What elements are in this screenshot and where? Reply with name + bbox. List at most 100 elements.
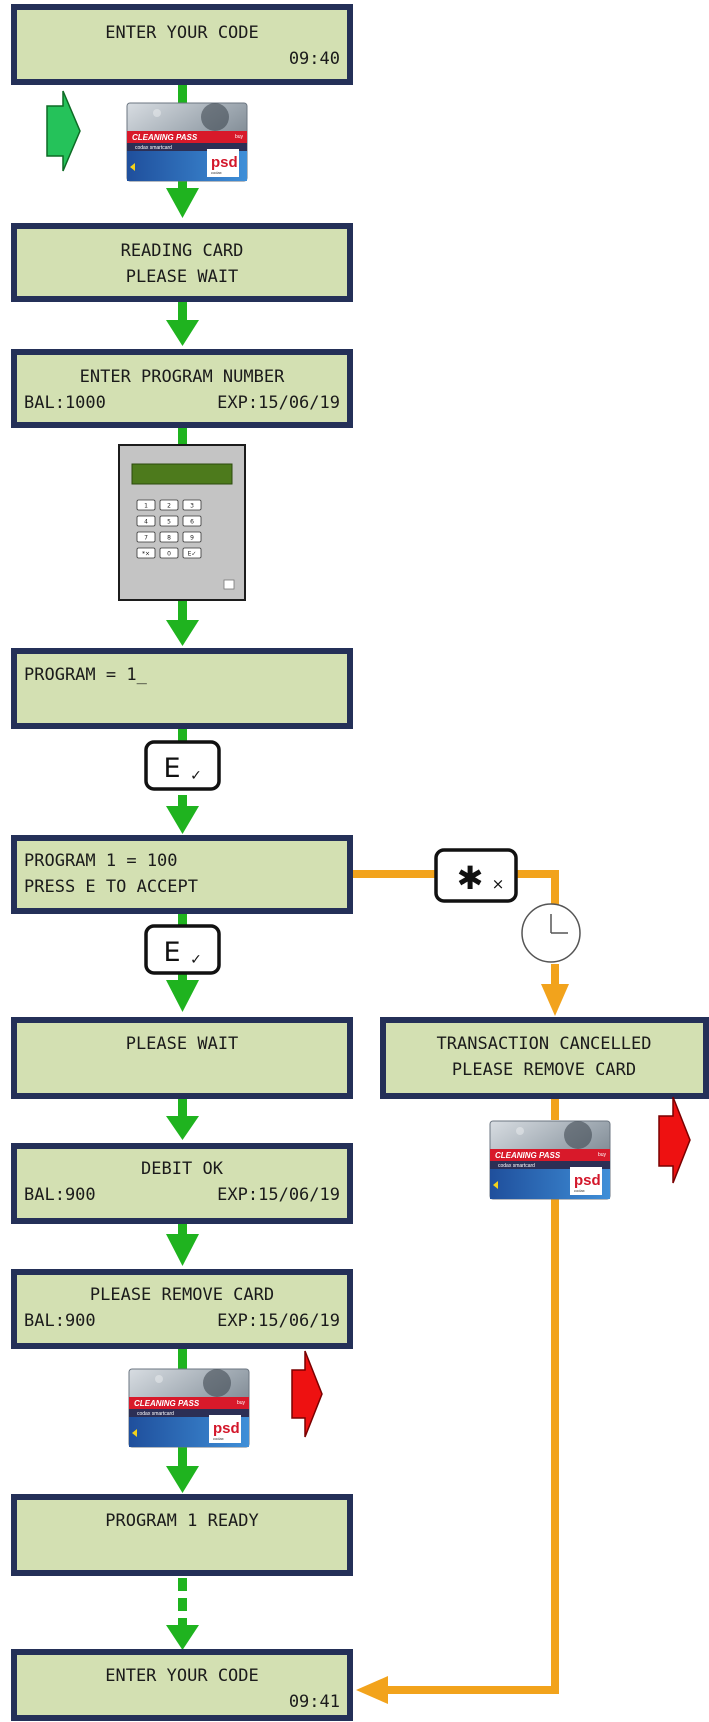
dashed-connector xyxy=(178,1598,187,1611)
keypad-key xyxy=(136,499,156,511)
enter-key: E ✓ xyxy=(144,740,221,791)
lcd-line1: PLEASE WAIT xyxy=(126,1034,239,1054)
lcd-line1: READING CARD xyxy=(121,241,244,261)
key-main: E xyxy=(163,753,180,784)
keypad-key-label: 7 xyxy=(144,535,148,542)
lcd-enter-code-2: ENTER YOUR CODE 09:41 xyxy=(11,1649,353,1721)
lcd-enter-program: ENTER PROGRAM NUMBER BAL:1000 EXP:15/06/… xyxy=(11,349,353,428)
connector-line xyxy=(178,1096,187,1118)
connector-line xyxy=(178,600,187,622)
cancel-key: ✱ × xyxy=(434,848,518,903)
keypad-key xyxy=(159,547,179,559)
lcd-line2: PRESS E TO ACCEPT xyxy=(24,877,198,897)
keypad-key-label: 9 xyxy=(190,535,194,542)
key-main: ✱ xyxy=(457,859,484,897)
connector-line xyxy=(178,82,187,104)
lcd-expiry: EXP:15/06/19 xyxy=(217,1185,340,1205)
lcd-line2: PLEASE REMOVE CARD xyxy=(452,1060,636,1080)
down-arrow xyxy=(166,980,199,1012)
lcd-balance: BAL:1000 xyxy=(24,393,106,413)
connector-line xyxy=(178,911,187,926)
cancel-arrow xyxy=(541,984,569,1016)
connector-line xyxy=(178,1346,187,1370)
keypad-key-label: E✓ xyxy=(188,551,197,558)
card-title: CLEANING PASS xyxy=(134,1399,200,1408)
lcd-line1: ENTER YOUR CODE xyxy=(105,23,259,43)
dashed-connector xyxy=(178,1578,187,1591)
cancel-line xyxy=(551,964,559,986)
connector-line xyxy=(178,299,187,323)
keypad-key xyxy=(159,515,179,527)
card-slot-icon xyxy=(223,579,235,590)
connector-line xyxy=(178,425,187,445)
keypad-key xyxy=(182,515,202,527)
smart-card: CLEANING PASS buy codax smartcard psd co… xyxy=(126,102,248,182)
connector-line xyxy=(178,726,187,741)
lcd-expiry: EXP:15/06/19 xyxy=(217,1311,340,1331)
lcd-program-entry: PROGRAM = 1_ xyxy=(11,648,353,729)
lcd-remove-card: PLEASE REMOVE CARD BAL:900 EXP:15/06/19 xyxy=(11,1269,353,1349)
keypad-key xyxy=(159,499,179,511)
lcd-program-ready: PROGRAM 1 READY xyxy=(11,1494,353,1576)
keypad-key xyxy=(136,531,156,543)
cancel-line xyxy=(551,870,559,914)
lcd-line1: DEBIT OK xyxy=(141,1159,224,1179)
remove-card-arrow-icon xyxy=(658,1096,691,1184)
keypad-key-label: 2 xyxy=(167,503,171,510)
card-logo-sub: codax xyxy=(211,170,222,175)
card-logo-sub: codax xyxy=(574,1188,585,1193)
lcd-enter-code-1: ENTER YOUR CODE 09:40 xyxy=(11,4,353,85)
main-flow-connectors xyxy=(166,82,199,1650)
card-corner: buy xyxy=(235,134,244,140)
clock-icon xyxy=(521,903,581,963)
down-arrow xyxy=(166,188,199,218)
lcd-balance: BAL:900 xyxy=(24,1311,96,1331)
key-main: E xyxy=(163,937,180,968)
lcd-clock: 09:40 xyxy=(289,49,340,69)
keypad-key xyxy=(136,515,156,527)
card-brand: codax smartcard xyxy=(137,1411,174,1417)
dashed-connector xyxy=(178,1618,187,1628)
card-brand: codax smartcard xyxy=(498,1163,535,1169)
cancel-return-line xyxy=(551,1198,559,1694)
card-corner: buy xyxy=(237,1400,246,1406)
lcd-line1: PLEASE REMOVE CARD xyxy=(90,1285,274,1305)
keypad-key-label: *× xyxy=(142,551,150,558)
keypad-key-label: 1 xyxy=(144,503,148,510)
down-arrow xyxy=(166,1234,199,1266)
lcd-debit-ok: DEBIT OK BAL:900 EXP:15/06/19 xyxy=(11,1143,353,1224)
down-arrow xyxy=(166,1116,199,1140)
key-sub: ✓ xyxy=(190,768,202,784)
key-sub: ✓ xyxy=(190,952,202,968)
keypad-key-label: 8 xyxy=(167,535,171,542)
card-logo: psd xyxy=(574,1172,601,1189)
keypad-key-label: 6 xyxy=(190,519,194,526)
keypad-key-label: 4 xyxy=(144,519,148,526)
lcd-clock: 09:41 xyxy=(289,1692,340,1712)
connector-line xyxy=(178,1446,187,1468)
connector-line xyxy=(178,795,187,810)
lcd-line1: ENTER PROGRAM NUMBER xyxy=(80,367,285,387)
cancel-flow xyxy=(351,870,569,1704)
keypad-key xyxy=(182,547,202,559)
cancel-line xyxy=(351,870,440,878)
keypad-key-label: 3 xyxy=(190,503,194,510)
cancel-line xyxy=(551,1096,559,1120)
lcd-line1: TRANSACTION CANCELLED xyxy=(437,1034,652,1054)
lcd-line1: PROGRAM = 1_ xyxy=(24,665,148,685)
down-arrow xyxy=(166,1625,199,1650)
keypad-key xyxy=(182,531,202,543)
key-sub: × xyxy=(492,875,505,893)
cancel-line xyxy=(516,870,556,878)
connector-line xyxy=(178,1221,187,1237)
lcd-program-confirm: PROGRAM 1 = 100 PRESS E TO ACCEPT xyxy=(11,835,353,914)
keypad-key xyxy=(136,547,156,559)
card-brand: codax smartcard xyxy=(135,145,172,151)
keypad-key xyxy=(159,531,179,543)
card-logo: psd xyxy=(211,154,238,171)
keypad-key-label: 5 xyxy=(167,519,171,526)
lcd-line1: ENTER YOUR CODE xyxy=(105,1666,259,1686)
lcd-balance: BAL:900 xyxy=(24,1185,96,1205)
lcd-please-wait: PLEASE WAIT xyxy=(11,1017,353,1099)
